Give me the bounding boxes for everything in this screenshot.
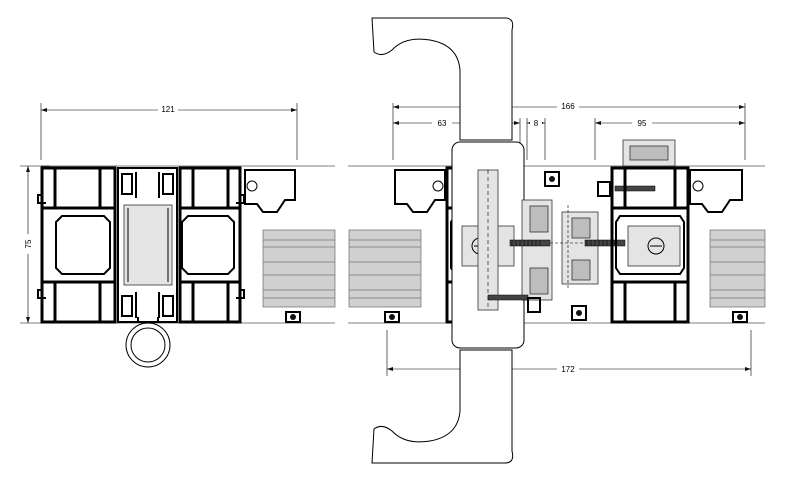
dim-75: 75 — [20, 165, 50, 324]
right-clip-bottom-right — [732, 311, 748, 323]
right-glazing-left — [348, 229, 422, 308]
screw-right — [584, 239, 626, 247]
locking-hardware — [515, 199, 615, 301]
dim-label-8: 8 — [534, 119, 539, 128]
left-gasket-top — [244, 169, 296, 213]
drain-tube — [125, 317, 171, 368]
dim-63-8-95: 63 8 95 — [393, 117, 745, 160]
dim-label-75: 75 — [24, 239, 33, 248]
left-bottom-clip — [285, 311, 301, 323]
centre-mullion — [117, 167, 178, 323]
left-glazing — [262, 229, 336, 308]
dim-label-166: 166 — [561, 102, 575, 111]
left-sash-profile — [178, 166, 245, 324]
screw-bottom — [487, 294, 529, 301]
keeper-block — [622, 139, 676, 167]
handle-lever-bottom — [371, 349, 514, 464]
screw-left — [509, 239, 551, 247]
dim-label-121: 121 — [161, 105, 175, 114]
dim-label-172: 172 — [561, 365, 575, 374]
left-section: 121 75 — [20, 103, 336, 368]
right-glazing-right — [709, 229, 766, 308]
dim-label-95: 95 — [638, 119, 647, 128]
frame-profile-right — [610, 166, 690, 324]
left-frame-profile — [37, 166, 117, 324]
right-clip-bottom-left — [384, 311, 400, 323]
small-gaskets — [527, 171, 611, 321]
dim-label-63: 63 — [438, 119, 447, 128]
right-gasket-top-left — [394, 169, 446, 213]
dim-121: 121 — [40, 103, 298, 160]
right-gasket-top-right — [689, 169, 743, 213]
screw-top — [614, 185, 656, 192]
dim-166: 166 — [392, 101, 746, 160]
right-section: 166 63 8 95 172 — [348, 17, 766, 464]
dim-172: 172 — [386, 330, 752, 376]
handle-lever-top — [371, 17, 514, 141]
